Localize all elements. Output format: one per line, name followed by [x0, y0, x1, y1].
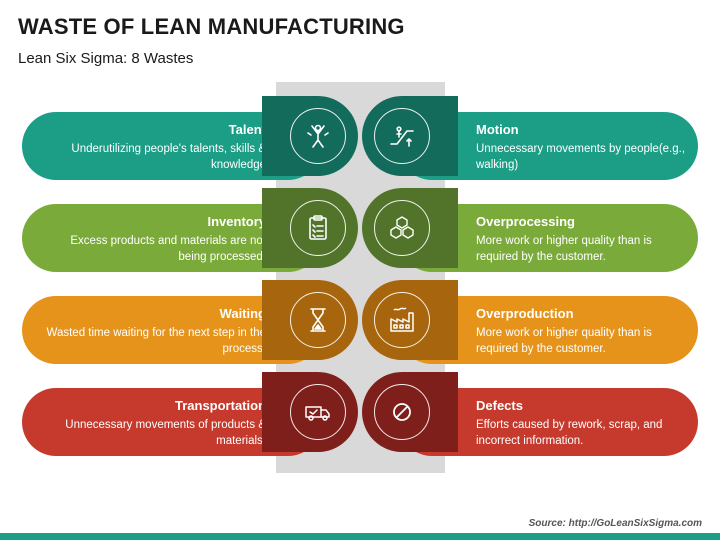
- inventory-icon-tab: [262, 188, 358, 268]
- escalator-icon: [390, 126, 414, 147]
- motion-icon-tab: [362, 96, 458, 176]
- footer-accent-bar: [0, 533, 720, 540]
- cubes-icon: [390, 216, 414, 239]
- waiting-icon-tab: [262, 280, 358, 360]
- defects-description: Efforts caused by rework, scrap, and inc…: [476, 419, 663, 447]
- talent-description: Underutilizing people's talents, skills …: [71, 143, 266, 171]
- transportation-icon-tab: [262, 372, 358, 452]
- transportation-description: Unnecessary movements of products & mate…: [65, 419, 266, 447]
- waiting-title: Waiting: [219, 306, 266, 321]
- clipboard-icon: [309, 215, 327, 240]
- transportation-title: Transportation: [174, 398, 266, 413]
- page-title: WASTE OF LEAN MANUFACTURING: [18, 14, 405, 39]
- overprocessing-icon-tab: [362, 188, 458, 268]
- overproduction-icon-tab: [362, 280, 458, 360]
- talent-icon-tab: [262, 96, 358, 176]
- overproduction-description: More work or higher quality than is requ…: [476, 327, 652, 355]
- inventory-description: Excess products and materials are not be…: [70, 235, 266, 263]
- overprocessing-description: More work or higher quality than is requ…: [476, 235, 652, 263]
- page-subtitle: Lean Six Sigma: 8 Wastes: [18, 50, 194, 67]
- motion-title: Motion: [476, 122, 519, 137]
- factory-icon: [390, 307, 414, 332]
- overprocessing-title: Overprocessing: [476, 214, 575, 229]
- motion-description: Unnecessary movements by people(e.g., wa…: [476, 143, 686, 171]
- defects-title: Defects: [476, 398, 523, 413]
- truck-icon: [305, 406, 330, 421]
- overproduction-title: Overproduction: [476, 306, 574, 321]
- talent-icon: [307, 124, 329, 148]
- waiting-description: Wasted time waiting for the next step in…: [46, 327, 266, 355]
- talent-title: Talent: [228, 122, 266, 137]
- inventory-title: Inventory: [207, 214, 266, 229]
- prohibited-icon: [393, 403, 411, 421]
- hourglass-icon: [310, 308, 326, 332]
- source-citation: Source: http://GoLeanSixSigma.com: [528, 518, 702, 529]
- defects-icon-tab: [362, 372, 458, 452]
